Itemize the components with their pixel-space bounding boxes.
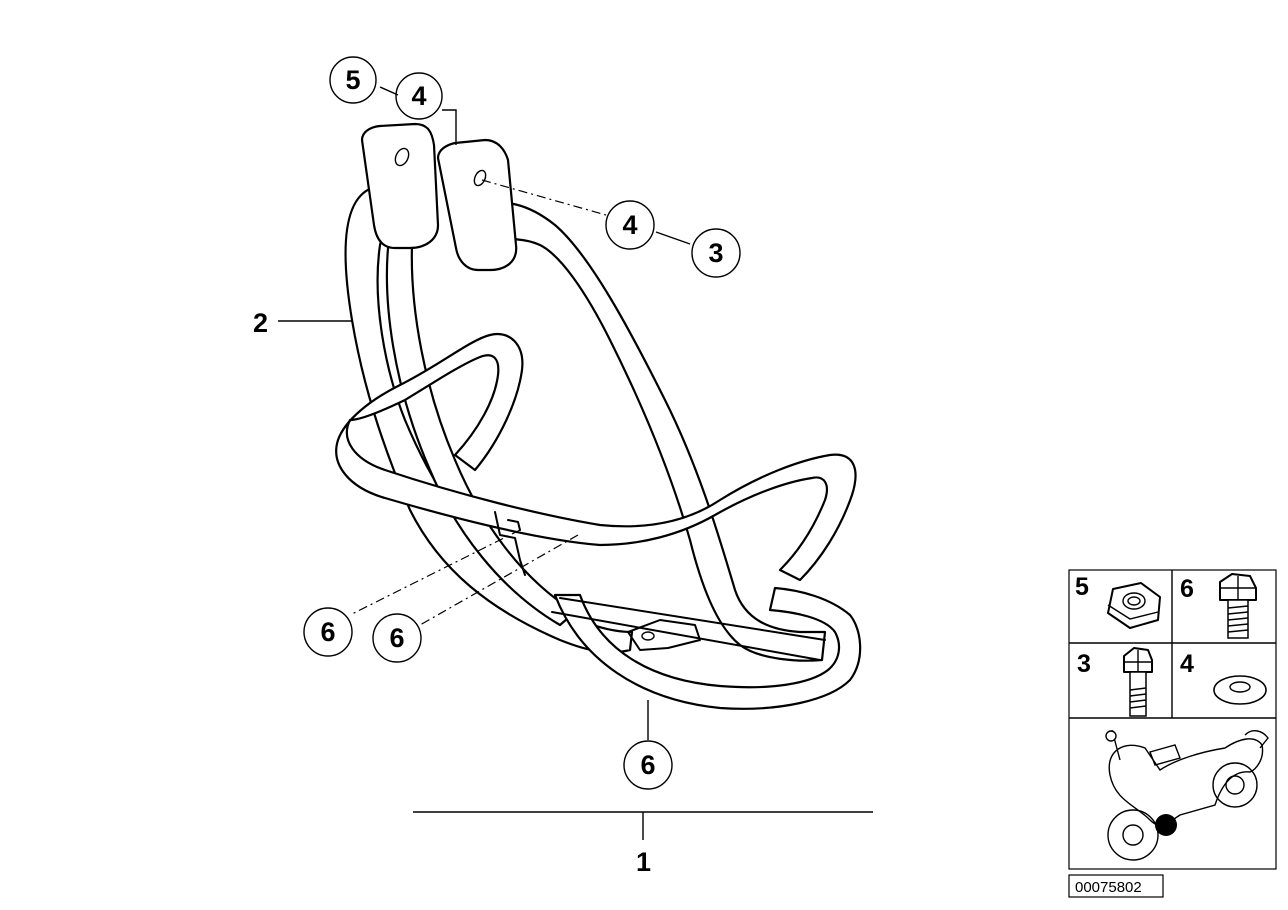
crash-bar-bottom-strap [551, 597, 826, 661]
callout-4-top-text: 4 [411, 81, 426, 111]
crash-bar-strap-tab [627, 619, 701, 651]
crash-bar-drawing [335, 122, 862, 710]
callout-5-text: 5 [345, 65, 360, 95]
location-marker [1155, 814, 1177, 836]
callout-3-text: 3 [708, 238, 723, 268]
parts-legend: 5 6 3 4 [1068, 569, 1277, 898]
callout-5: 5 [329, 56, 377, 104]
crash-bar-front-arm [476, 201, 827, 662]
crash-bar-lower-loop [553, 586, 862, 710]
hex-bolt-short-icon [1219, 573, 1257, 639]
mounting-plate-left-hole [394, 147, 410, 167]
diagram-id: 00075802 [1075, 879, 1142, 896]
label-2: 2 [253, 308, 268, 338]
crash-bar-triangle-loop [335, 332, 857, 582]
legend-6-number: 6 [1180, 575, 1194, 603]
legend-3-number: 3 [1077, 650, 1091, 678]
washer-icon [1213, 675, 1267, 705]
callout-6-bottom-text: 6 [640, 750, 655, 780]
mounting-plate-left [360, 122, 440, 250]
callout-6-left: 6 [303, 607, 353, 657]
leader-lines [278, 86, 873, 840]
legend-4-number: 4 [1180, 650, 1194, 678]
callout-4-top: 4 [395, 72, 443, 120]
callout-6-bottom: 6 [623, 740, 673, 790]
legend-5-number: 5 [1075, 573, 1089, 601]
callout-3: 3 [691, 228, 741, 278]
mounting-plate-right [436, 138, 518, 272]
callout-4-right: 4 [605, 200, 655, 250]
crash-bar-bracket [494, 511, 526, 576]
label-1: 1 [636, 847, 651, 877]
callout-6-middle: 6 [372, 613, 422, 663]
hex-bolt-long-icon [1123, 647, 1153, 717]
motorcycle-location-icon [1105, 729, 1269, 861]
callout-6-middle-text: 6 [389, 623, 404, 653]
callout-6-left-text: 6 [320, 617, 335, 647]
strap-tab-hole [641, 631, 655, 641]
hex-nut-icon [1107, 582, 1161, 629]
callout-4-right-text: 4 [622, 210, 637, 240]
